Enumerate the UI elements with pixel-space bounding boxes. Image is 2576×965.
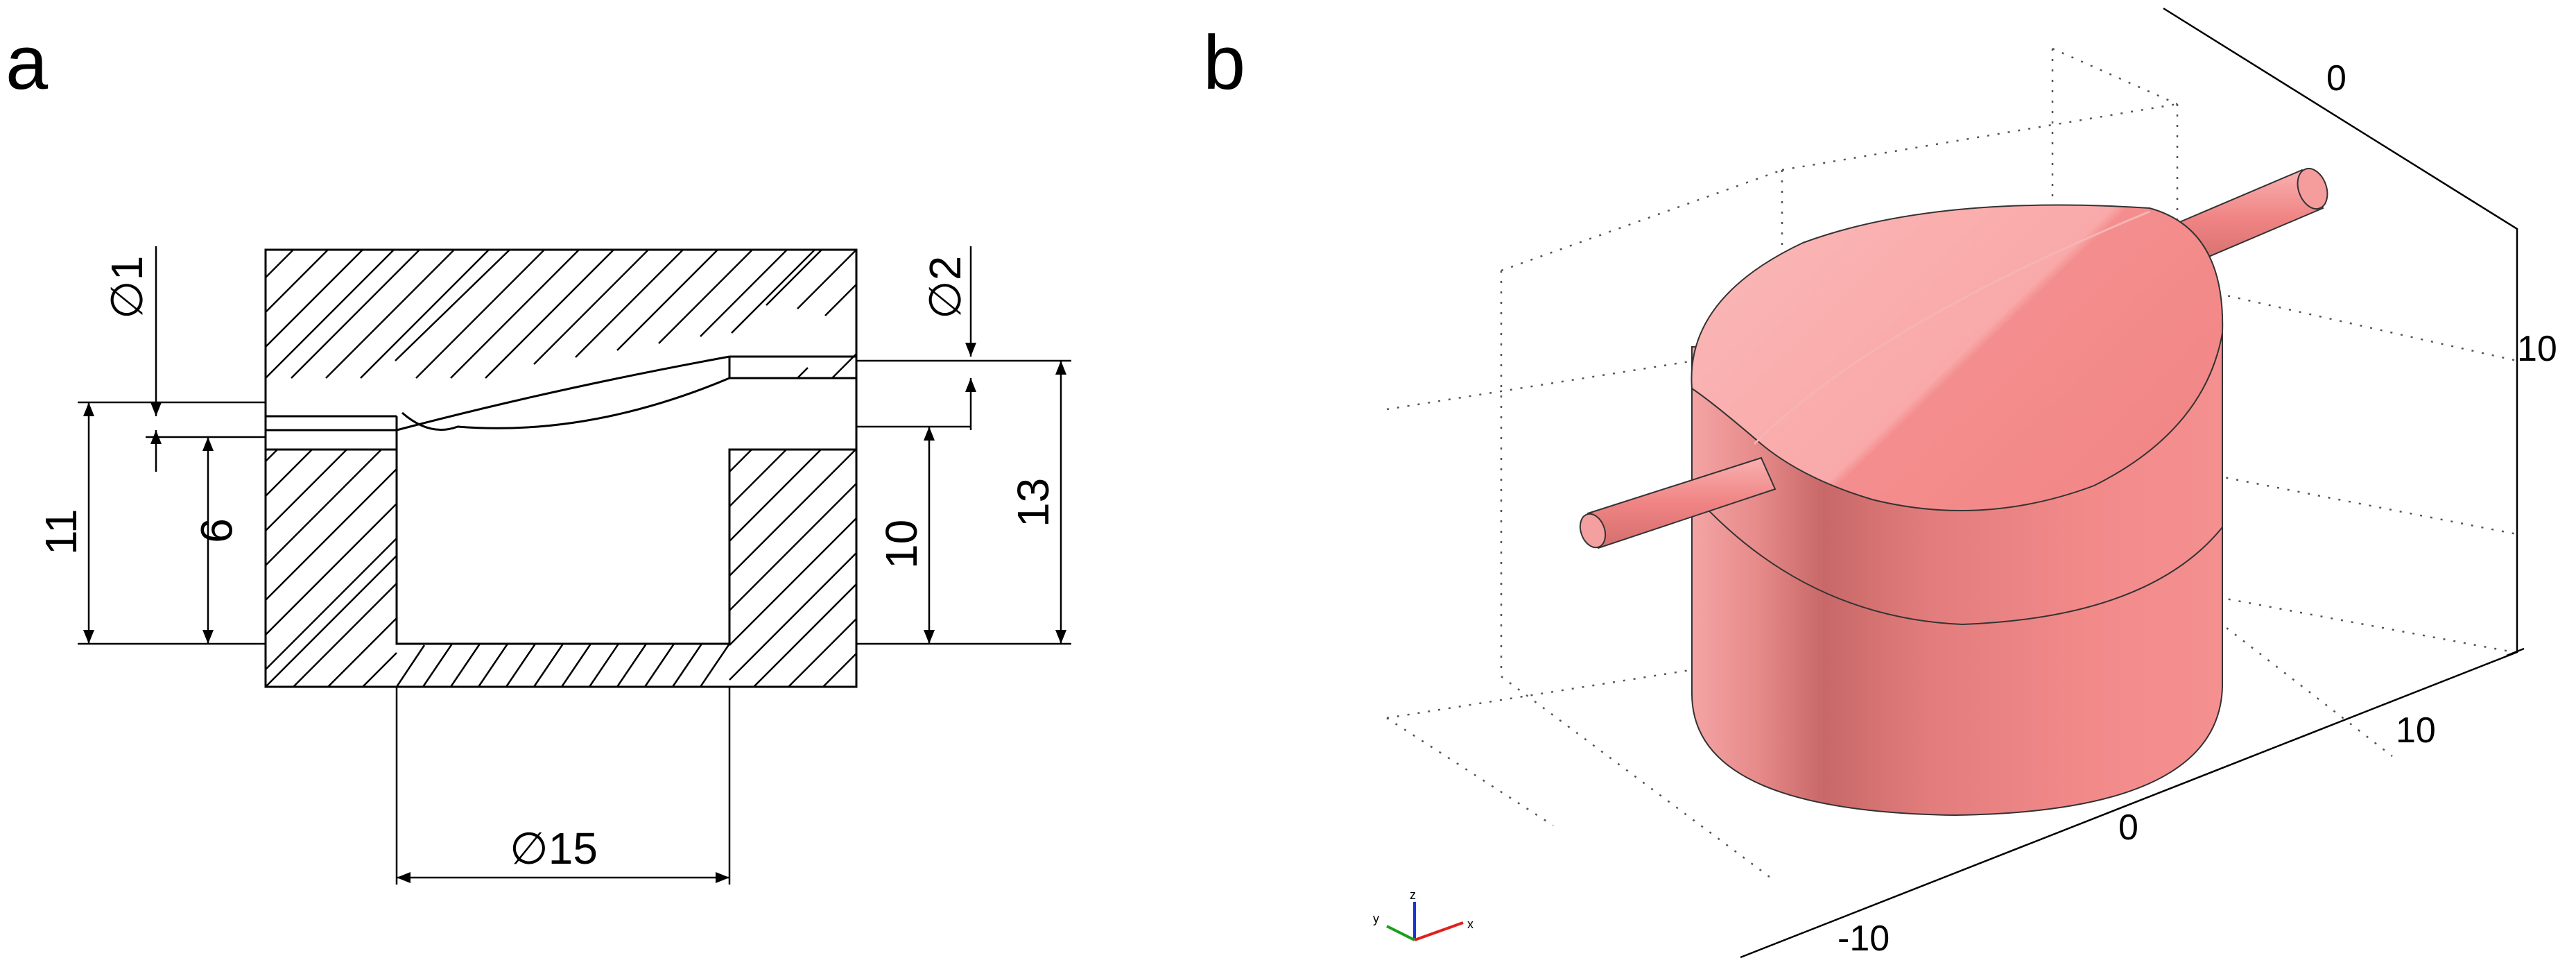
height-11-label: 11: [36, 509, 86, 555]
outlet-pipe: [2162, 167, 2328, 268]
panel-b: b 0 10 10 0 -10: [1203, 7, 2557, 959]
tick-top-0: 0: [2326, 58, 2346, 99]
panel-label-b: b: [1203, 20, 1245, 105]
panel-a: a: [6, 20, 1071, 885]
triad-x-axis: [1414, 921, 1464, 941]
triad-x-label: x: [1467, 917, 1473, 931]
height-13-label: 13: [1008, 478, 1058, 527]
cross-section-drawing: ∅1 ∅2 11: [36, 246, 1071, 885]
dimension-diameter-15: ∅15: [395, 687, 731, 885]
triad-y-axis: [1386, 925, 1415, 941]
panel-label-a: a: [6, 20, 49, 105]
dimension-height-10: 10: [856, 425, 1071, 645]
hatching-left-wall: [265, 449, 397, 688]
tilted-top-surface: [1691, 204, 2224, 511]
dimension-diameter-2: ∅2: [920, 246, 976, 430]
tick-z-10: 10: [2517, 329, 2557, 369]
dimension-height-11: 11: [36, 401, 266, 645]
dimension-height-9: 9: [146, 436, 266, 644]
tick-x-0: 0: [2118, 808, 2138, 848]
top-highlight: [1753, 210, 2150, 445]
tick-x-m10: -10: [1838, 919, 1890, 959]
part-outline: [264, 248, 858, 688]
hatching-bottom: [395, 643, 731, 688]
inlet-pipe: [1579, 456, 1777, 549]
diameter-1-label: ∅1: [102, 256, 152, 319]
dimension-height-13: 13: [856, 359, 1071, 644]
3d-model: [1579, 167, 2328, 817]
hatching-right-wall: [729, 449, 857, 688]
hatching-top: [265, 249, 857, 379]
diameter-2-label: ∅2: [920, 256, 970, 319]
axis-tick-labels: 0 10 10 0 -10: [1838, 58, 2557, 959]
axis-triad: z x y: [1373, 888, 1473, 941]
height-10-label: 10: [876, 520, 926, 569]
seam-line: [1691, 492, 2223, 626]
tick-x-10: 10: [2396, 710, 2436, 751]
diameter-15-label: ∅15: [510, 823, 598, 873]
height-9-label: 9: [191, 518, 241, 543]
triad-z-label: z: [1410, 888, 1416, 902]
triad-y-label: y: [1373, 912, 1379, 925]
